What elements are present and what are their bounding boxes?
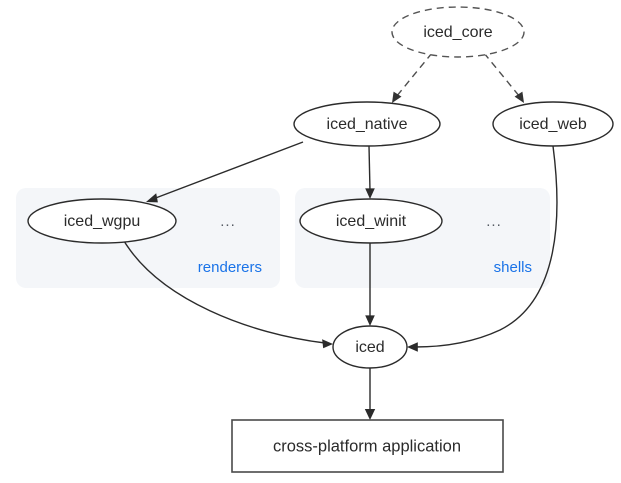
edge-wgpu-to-iced-arrowhead xyxy=(322,339,333,349)
node-iced-winit[interactable]: iced_winit xyxy=(299,198,443,244)
edge-native-to-wgpu-line xyxy=(152,141,304,200)
node-iced-shape[interactable] xyxy=(332,325,408,369)
node-cross-platform-application-label: cross-platform application xyxy=(273,437,461,455)
node-iced-core-shape[interactable] xyxy=(391,6,525,58)
edge-native-to-winit-arrowhead xyxy=(365,188,375,199)
edge-core-to-native-arrowhead xyxy=(392,91,402,103)
node-iced-native[interactable]: iced_native xyxy=(293,101,441,147)
edge-core-to-web xyxy=(483,52,524,103)
node-iced-web[interactable]: iced_web xyxy=(492,101,614,147)
node-iced-wgpu-shape[interactable] xyxy=(27,198,177,244)
edge-native-to-winit-line xyxy=(368,145,371,192)
edge-winit-to-iced xyxy=(365,243,375,326)
node-iced-core[interactable]: iced_core xyxy=(391,6,525,58)
cluster-renderers-ellipsis: ... xyxy=(220,213,236,230)
edge-native-to-winit xyxy=(365,145,375,199)
edge-wgpu-to-iced-line xyxy=(123,240,326,344)
cluster-renderers-label: renderers xyxy=(198,259,262,276)
edge-core-to-web-arrowhead xyxy=(514,91,524,103)
node-iced-label: iced xyxy=(355,339,384,356)
edge-web-to-iced-line xyxy=(414,145,558,348)
cluster-shells-label: shells xyxy=(494,259,532,276)
node-iced-wgpu-label: iced_wgpu xyxy=(64,213,141,230)
node-cross-platform-application-shape[interactable] xyxy=(231,419,504,473)
node-cross-platform-application[interactable]: cross-platform application xyxy=(231,419,504,473)
edge-wgpu-to-iced xyxy=(123,240,333,349)
edge-core-to-native-line xyxy=(395,52,433,98)
edge-iced-to-app-arrowhead xyxy=(364,409,376,420)
node-iced-wgpu[interactable]: iced_wgpu xyxy=(27,198,177,244)
node-iced-winit-shape[interactable] xyxy=(299,198,443,244)
node-iced-web-shape[interactable] xyxy=(492,101,614,147)
edge-native-to-wgpu-arrowhead xyxy=(146,193,158,203)
edge-native-to-wgpu xyxy=(146,141,304,203)
edge-winit-to-iced-arrowhead xyxy=(365,315,375,326)
node-iced[interactable]: iced xyxy=(332,325,408,369)
edge-web-to-iced xyxy=(407,145,558,352)
node-iced-winit-label: iced_winit xyxy=(336,213,407,230)
node-iced-core-label: iced_core xyxy=(423,24,492,41)
edge-core-to-web-line xyxy=(483,52,521,98)
edge-web-to-iced-arrowhead xyxy=(407,342,418,352)
edge-core-to-native xyxy=(392,52,433,103)
node-iced-web-label: iced_web xyxy=(519,116,587,133)
cluster-shells-ellipsis: ... xyxy=(486,213,502,230)
node-iced-native-shape[interactable] xyxy=(293,101,441,147)
edge-iced-to-app xyxy=(364,368,376,420)
node-iced-native-label: iced_native xyxy=(327,116,408,133)
